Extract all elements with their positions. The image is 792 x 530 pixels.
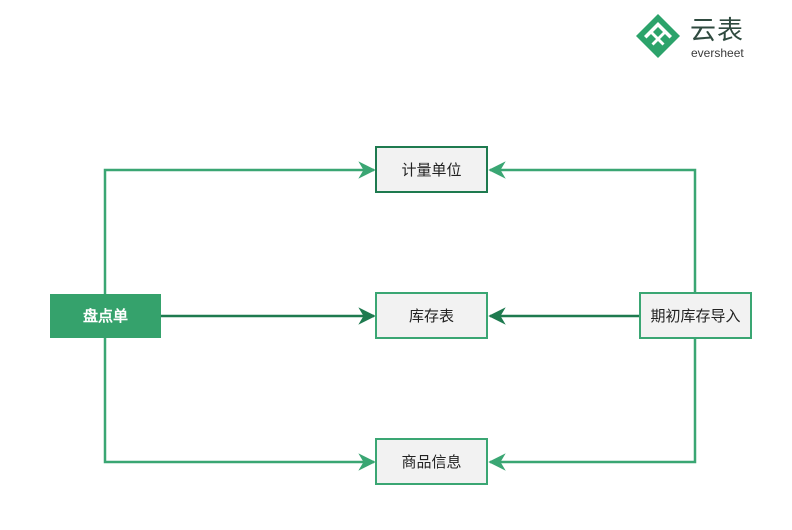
node-import-label: 期初库存导入 <box>650 306 741 325</box>
edge-source-to-unit <box>103 161 376 294</box>
node-product[interactable]: 商品信息 <box>375 438 488 485</box>
node-inventory[interactable]: 库存表 <box>375 292 488 339</box>
edge-source-to-product <box>103 338 376 471</box>
node-product-label: 商品信息 <box>401 452 462 471</box>
eversheet-logo: 云表 eversheet <box>634 12 764 62</box>
node-unit[interactable]: 计量单位 <box>375 146 488 193</box>
eversheet-diamond-logo-icon <box>636 14 680 58</box>
node-import[interactable]: 期初库存导入 <box>639 292 752 339</box>
node-source[interactable]: 盘点单 <box>50 294 161 338</box>
node-inventory-label: 库存表 <box>408 306 454 325</box>
edge-import-to-product <box>488 338 697 471</box>
edge-import-to-unit <box>488 161 697 294</box>
node-unit-label: 计量单位 <box>401 160 462 179</box>
brand-name-cn: 云表 <box>690 16 745 46</box>
node-source-label: 盘点单 <box>82 307 128 325</box>
brand-name-en: eversheet <box>691 46 744 60</box>
